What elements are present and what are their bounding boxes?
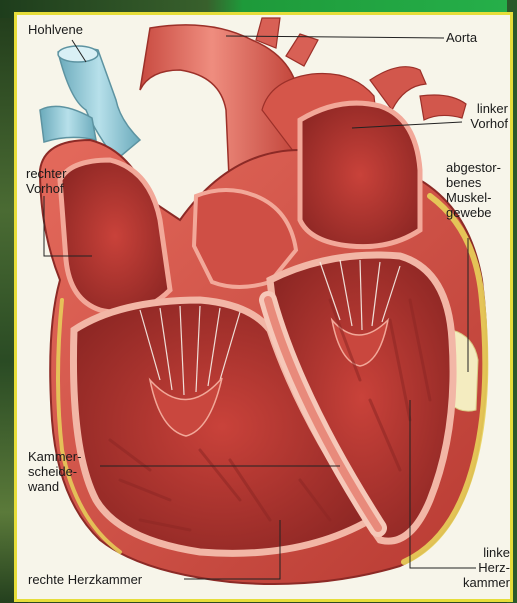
label-abgestorbenes-line2: benes (446, 175, 501, 190)
label-rechter-vorhof-line2: Vorhof (26, 181, 66, 196)
label-rechter-vorhof: rechter Vorhof (26, 166, 66, 196)
label-abgestorbenes-muskelgewebe: abgestor- benes Muskel- gewebe (446, 160, 501, 220)
label-linker-vorhof: linker Vorhof (440, 101, 508, 131)
label-kammerscheidewand-line3: wand (28, 479, 81, 494)
label-abgestorbenes-line4: gewebe (446, 205, 501, 220)
vena-cava-opening (58, 46, 98, 62)
label-linke-herzkammer-line1: linke (440, 545, 510, 560)
label-linker-vorhof-line1: linker (440, 101, 508, 116)
label-linke-herzkammer: linke Herz- kammer (440, 545, 510, 590)
right-atrium-shape (60, 160, 170, 313)
label-linke-herzkammer-line2: Herz- (440, 560, 510, 575)
left-atrium-shape (300, 103, 420, 247)
label-kammerscheidewand-line1: Kammer- (28, 449, 81, 464)
label-linker-vorhof-line2: Vorhof (440, 116, 508, 131)
label-abgestorbenes-line1: abgestor- (446, 160, 501, 175)
label-hohlvene: Hohlvene (28, 22, 83, 37)
label-kammerscheidewand-line2: scheide- (28, 464, 81, 479)
label-linke-herzkammer-line3: kammer (440, 575, 510, 590)
label-aorta: Aorta (446, 30, 477, 45)
label-abgestorbenes-line3: Muskel- (446, 190, 501, 205)
label-kammerscheidewand: Kammer- scheide- wand (28, 449, 81, 494)
label-rechter-vorhof-line1: rechter (26, 166, 66, 181)
label-rechte-herzkammer: rechte Herzkammer (28, 572, 142, 587)
